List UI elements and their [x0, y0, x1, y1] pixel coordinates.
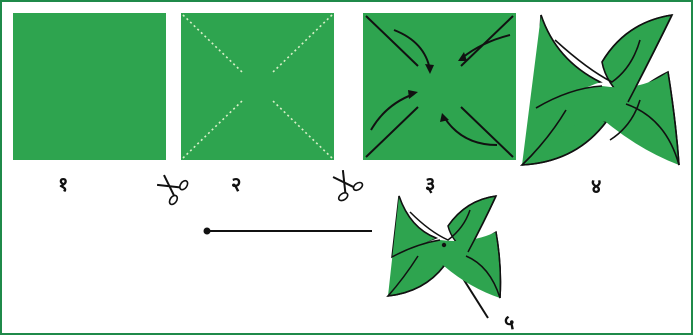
step-label-3: ३: [425, 174, 435, 194]
step-5-pinwheel: [388, 196, 501, 318]
scissors-icon: [327, 166, 364, 203]
step-1-square: [13, 13, 166, 160]
step-label-1: १: [58, 174, 68, 194]
step-label-2: २: [231, 174, 241, 194]
step-label-4: ४: [591, 176, 601, 196]
pin-icon: [204, 228, 373, 235]
scissors-icon: [153, 169, 190, 206]
step-label-5: ५: [504, 312, 514, 332]
step-4-pinwheel: [522, 15, 679, 165]
step-2-square: [181, 13, 334, 160]
step-3-square: [363, 13, 516, 160]
